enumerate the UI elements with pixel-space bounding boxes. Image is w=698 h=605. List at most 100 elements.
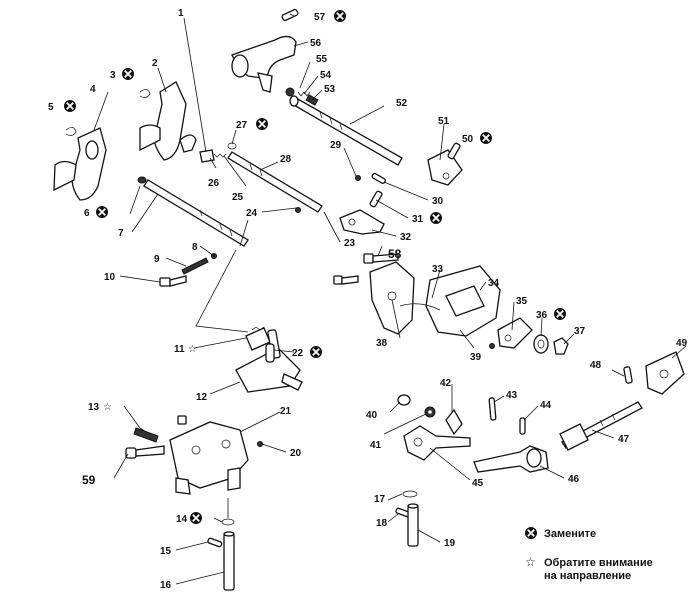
callout-22: 22	[292, 348, 304, 359]
star-icon: ☆	[103, 402, 112, 413]
spring-13-shape	[133, 427, 159, 443]
circle-x-icon	[121, 67, 135, 81]
callout-12: 12	[196, 392, 208, 403]
callout-55: 55	[316, 54, 328, 65]
plug-26-shape	[199, 149, 215, 163]
ring-6-shape	[137, 176, 147, 184]
callout-19: 19	[444, 538, 456, 549]
callout-47: 47	[618, 434, 630, 445]
circle-x-icon	[255, 117, 269, 131]
pin-50-shape	[447, 142, 461, 160]
callout-38: 38	[376, 338, 388, 349]
callout-42: 42	[440, 378, 452, 389]
clip-3-shape	[139, 89, 151, 98]
callout-44: 44	[540, 400, 552, 411]
fork-49-shape	[645, 351, 685, 395]
callout-27: 27	[236, 120, 248, 131]
bracket-21-shape	[169, 421, 249, 495]
leader-lines	[93, 13, 687, 585]
circle-x-icon	[429, 211, 443, 225]
callout-9: 9	[154, 254, 160, 265]
pin-44-shape	[519, 417, 526, 435]
callout-14: 14	[176, 514, 188, 525]
legend-direction-line2: на направление	[544, 570, 631, 582]
callout-25: 25	[232, 192, 244, 203]
callout-28: 28	[280, 154, 292, 165]
spring-9-shape	[181, 257, 209, 275]
callout-3: 3	[110, 70, 116, 81]
pin-31-shape	[369, 190, 383, 208]
rod-52-shape	[289, 95, 403, 166]
fork-56-shape	[231, 35, 297, 93]
bolt-59-shape	[125, 445, 165, 459]
callout-31: 31	[412, 214, 424, 225]
link-35-shape	[497, 317, 533, 349]
washer-41-shape	[424, 406, 436, 418]
callout-40: 40	[366, 410, 378, 421]
clip-5-shape	[65, 127, 77, 136]
callout-48: 48	[590, 360, 602, 371]
callout-8: 8	[192, 242, 198, 253]
bolt-58-shape	[363, 253, 399, 264]
lever-46-shape	[473, 445, 549, 473]
replace-marks: ☆ ☆	[63, 9, 567, 525]
callout-43: 43	[506, 390, 518, 401]
ball-39-shape	[489, 343, 495, 349]
callout-1: 1	[178, 8, 184, 19]
callout-59: 59	[82, 473, 96, 487]
callout-46: 46	[568, 474, 580, 485]
rod-7-shape	[143, 179, 249, 247]
callout-labels: 1 2 3 4 5 6 7 8 9 10 11 12 13 14 15 16 1…	[48, 8, 688, 591]
bracket-34-shape	[425, 265, 501, 337]
circle-x-icon	[95, 205, 109, 219]
callout-10: 10	[104, 272, 116, 283]
nut-37-shape	[553, 337, 569, 355]
ball-20-shape	[257, 441, 263, 447]
callout-37: 37	[574, 326, 586, 337]
bolt-40-shape	[397, 394, 411, 406]
callout-33: 33	[432, 264, 444, 275]
callout-26: 26	[208, 178, 220, 189]
rod-47-shape	[559, 401, 643, 451]
callout-57: 57	[314, 12, 326, 23]
callout-24: 24	[246, 208, 258, 219]
callout-20: 20	[290, 448, 302, 459]
circle-x-icon	[189, 511, 203, 525]
circle-x-icon	[553, 307, 567, 321]
parts-group	[53, 8, 685, 591]
lever-33-shape	[399, 303, 441, 311]
pin-30-shape	[371, 172, 386, 185]
shaft-19-shape	[407, 503, 419, 547]
bolt-38a-shape	[333, 275, 359, 285]
lever-45-shape	[403, 425, 471, 461]
legend-direction-line1: Обратите внимание	[544, 557, 653, 569]
callout-35: 35	[516, 296, 528, 307]
spring-54-shape	[297, 91, 311, 97]
bearing-36-shape	[533, 334, 549, 354]
star-icon: ☆	[525, 555, 536, 569]
callout-41: 41	[370, 440, 382, 451]
callout-2: 2	[152, 58, 158, 69]
callout-11: 11	[174, 344, 185, 355]
shaft-16-shape	[223, 531, 235, 591]
callout-29: 29	[330, 140, 342, 151]
pin-57-shape	[281, 8, 299, 22]
callout-18: 18	[376, 518, 388, 529]
callout-53: 53	[324, 84, 336, 95]
ring-14-shape	[221, 518, 235, 526]
callout-34: 34	[488, 278, 500, 289]
ball-55-shape	[285, 87, 295, 97]
callout-36: 36	[536, 310, 548, 321]
callout-58: 58	[388, 247, 402, 261]
callout-49: 49	[676, 338, 688, 349]
ring-17-shape	[402, 490, 418, 498]
plate-42-shape	[445, 408, 463, 436]
pin-43-shape	[488, 397, 497, 421]
pin-15-shape	[207, 537, 223, 548]
bracket-51-shape	[427, 149, 463, 186]
callout-39: 39	[470, 352, 482, 363]
callout-21: 21	[280, 406, 292, 417]
legend: Замените ☆ Обратите внимание на направле…	[524, 526, 653, 582]
